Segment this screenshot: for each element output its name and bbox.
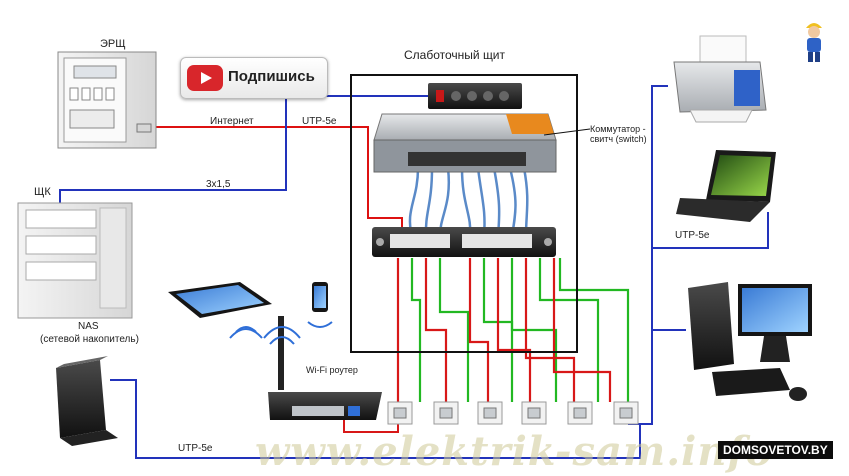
utp-label-right: UTP-5е (675, 230, 710, 241)
youtube-play-icon (187, 65, 223, 91)
utp-cable-laptop (652, 212, 769, 249)
internet-cable (152, 126, 403, 236)
patch-panel (372, 227, 556, 257)
switch-label-line1: Коммутатор - (590, 124, 646, 134)
cable-3x15-label: 3х1,5 (206, 179, 231, 190)
worker-mascot-icon (806, 23, 822, 62)
patch-to-socket-cables (396, 258, 630, 402)
switch-label-line2: свитч (switch) (590, 134, 647, 144)
smartphone (307, 282, 333, 328)
nas-drive (56, 356, 118, 446)
watermark: www.elektrik-sam.info (255, 428, 774, 475)
shchk-label: ЩК (34, 186, 51, 198)
laptop (676, 150, 776, 222)
network-switch (373, 113, 591, 173)
tablet (168, 282, 272, 339)
site-badge: DOMSOVETOV.BY (718, 441, 833, 459)
nas-label-line1: NAS (78, 321, 99, 332)
electric-meter-panel (57, 51, 157, 149)
switch-patch-cords (408, 167, 529, 237)
subscribe-button[interactable]: Подпишись (180, 57, 328, 99)
nas-label-line2: (сетевой накопитель) (40, 334, 139, 345)
power-strip (428, 83, 522, 109)
utp-cable-top (104, 95, 440, 191)
printer (673, 35, 767, 123)
wifi-router-label: Wi-Fi роутер (306, 365, 358, 375)
low-current-panel-label: Слаботочный щит (404, 48, 506, 62)
ethernet-wall-socket-row (387, 401, 639, 425)
power-cable-3x15 (59, 189, 104, 208)
utp-cable-nas (110, 379, 641, 459)
utp-label-bottom: UTP-5е (178, 443, 213, 454)
subscribe-label: Подпишись (228, 68, 315, 85)
erschit-label: ЭРЩ (100, 38, 126, 50)
router-cable (343, 414, 399, 433)
utp-label-top: UTP-5е (302, 116, 337, 127)
distribution-panel (17, 202, 133, 319)
wifi-router (263, 316, 382, 420)
desktop-computer (688, 282, 812, 401)
low-current-panel-frame (350, 74, 578, 353)
internet-label: Интернет (210, 116, 254, 127)
